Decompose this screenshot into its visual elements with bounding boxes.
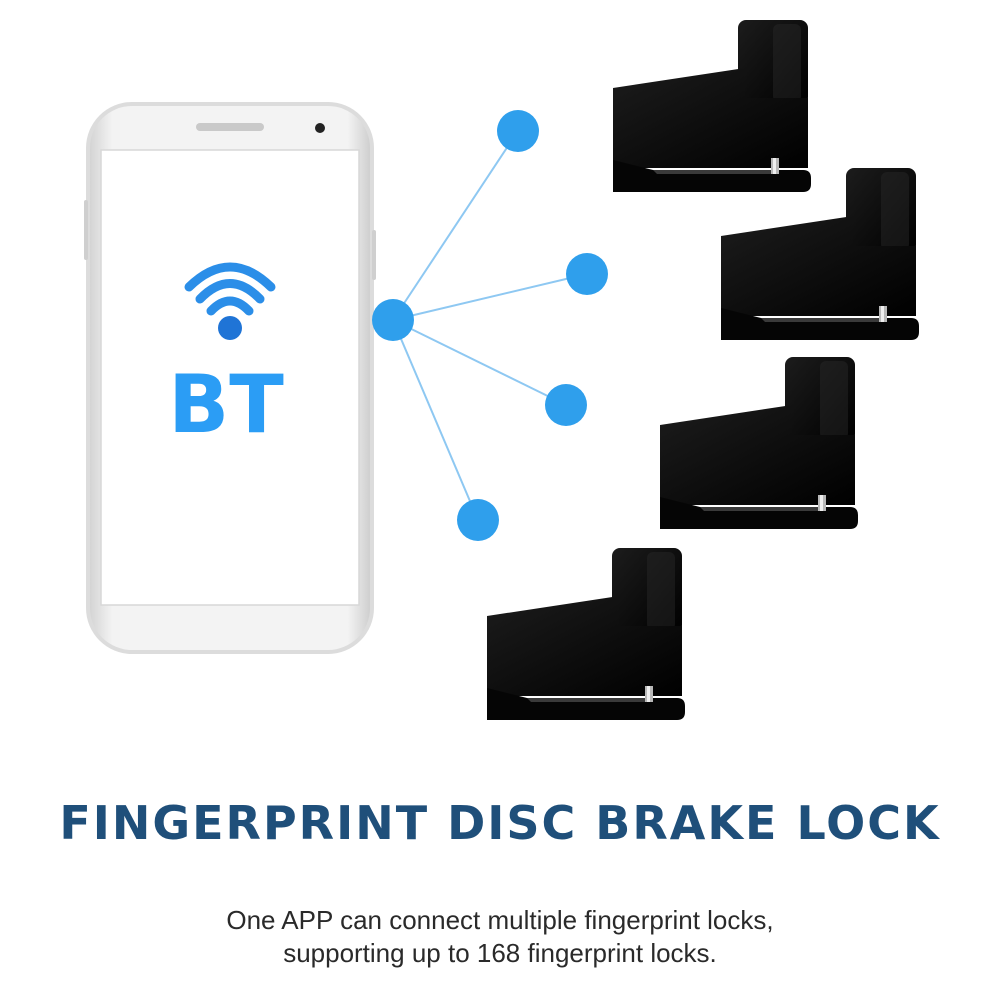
bt-label: BT — [168, 358, 284, 451]
smartphone: BT — [84, 102, 376, 654]
link-line — [392, 130, 519, 321]
caption: One APP can connect multiple fingerprint… — [0, 904, 1000, 970]
network-node — [545, 384, 587, 426]
link-line — [392, 319, 567, 406]
hub-node — [372, 299, 414, 341]
product-headline: FINGERPRINT DISC BRAKE LOCK — [59, 796, 941, 850]
front-camera — [315, 123, 325, 133]
disc-brake-lock — [660, 357, 858, 529]
disc-brake-lock — [613, 20, 811, 192]
phone-screen — [100, 149, 360, 606]
link-line — [392, 273, 588, 321]
speaker-grille — [196, 123, 264, 131]
connection-network — [392, 130, 588, 521]
caption-line: supporting up to 168 fingerprint locks. — [283, 938, 717, 968]
wifi-signal-icon — [184, 262, 276, 340]
link-line — [392, 319, 479, 521]
network-node — [457, 499, 499, 541]
network-node — [566, 253, 608, 295]
side-button — [372, 230, 376, 280]
network-node — [497, 110, 539, 152]
disc-brake-lock — [721, 168, 919, 340]
disc-brake-lock — [487, 548, 685, 720]
caption-line: One APP can connect multiple fingerprint… — [226, 905, 774, 935]
side-button — [84, 200, 88, 260]
